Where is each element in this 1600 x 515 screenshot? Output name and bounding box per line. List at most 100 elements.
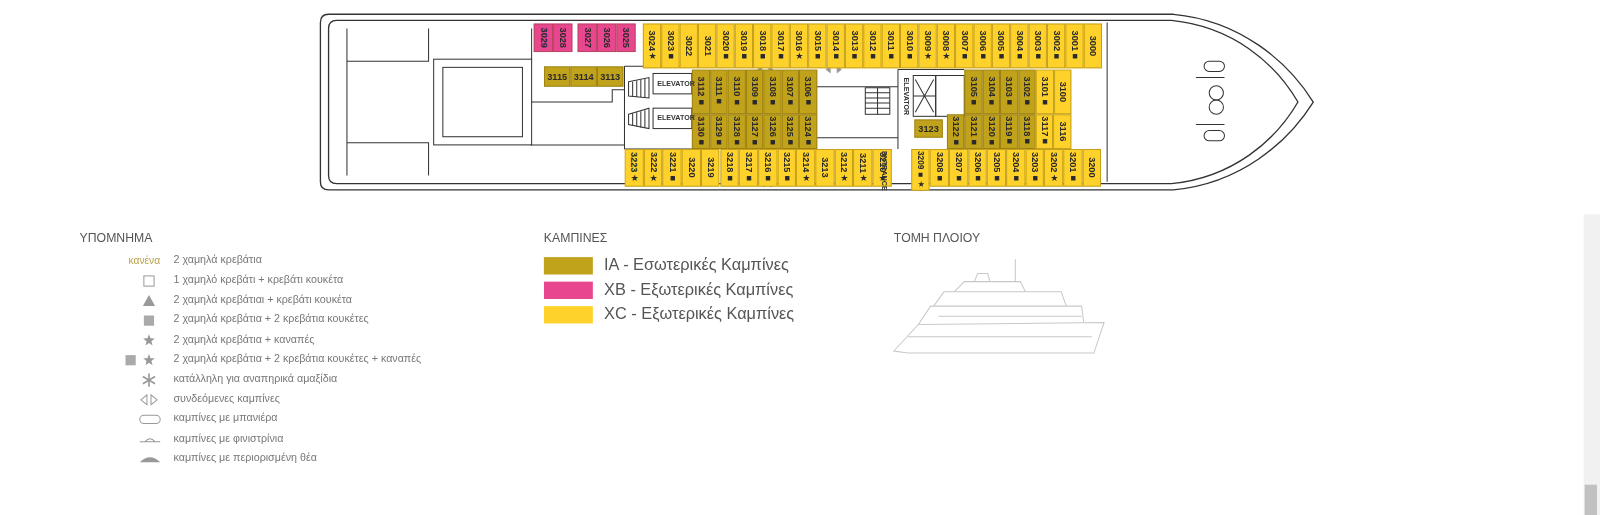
cabin-number: 3014■ <box>831 31 840 62</box>
legend-text: καμπίνες με περιορισμένη θέα <box>173 452 316 464</box>
legend-text: 2 χαμηλά κρεβάτια + 2 κρεβάτια κουκέτες … <box>173 353 421 365</box>
cabin: 3113 <box>597 66 624 86</box>
legend-swatch <box>544 257 593 274</box>
cabin: 3201■ <box>1063 149 1082 187</box>
cabin-number: 3205■ <box>992 153 1001 184</box>
cabin: 3012■ <box>863 23 881 68</box>
legend-text: 2 χαμηλά κρεβάτιαι + κρεβάτι κουκέτα <box>173 294 352 306</box>
cabin: 3013■ <box>845 23 863 68</box>
cabin: 3211★ <box>853 149 872 187</box>
cabin-number: 3216■ <box>763 153 772 184</box>
legend-text: συνδεόμενες καμπίνες <box>173 393 279 405</box>
legend-text: 2 χαμηλά κρεβάτια + 2 κρεβάτια κουκέτες <box>173 313 368 325</box>
legend-heading: ΥΠΟΜΝΗΜΑ <box>80 232 153 245</box>
cabin-number: 3106■ <box>803 77 812 108</box>
cabin-number: 3218■ <box>725 153 734 184</box>
cabin: 3120■ <box>982 114 1000 149</box>
legend-text: XB - Εξωτερικές Καμπίνες <box>604 281 793 299</box>
cabin: 3214★ <box>796 149 815 187</box>
cabin-number: 3016★ <box>794 31 803 62</box>
entrance-label: ENTRANCE <box>881 151 889 191</box>
cabin: 3126■ <box>763 114 781 149</box>
cabin-number: 3126■ <box>768 116 777 147</box>
cabin: 3104■ <box>982 69 1000 114</box>
cabin-number: 3115 <box>547 72 567 81</box>
cabin-number: 3213 <box>820 158 829 178</box>
cabin-number: 3028 <box>558 28 567 48</box>
legend-heading: ΚΑΜΠΙΝΕΣ <box>544 232 607 245</box>
cabin-number: 3110■ <box>732 77 741 107</box>
cabin-number: 3211★ <box>858 153 867 183</box>
cabin: 3002■ <box>1047 23 1065 68</box>
cabin-number: 3013■ <box>849 31 858 62</box>
cabin: 3116 <box>1053 114 1071 149</box>
cabin: 3022 <box>680 23 698 68</box>
cabin-number: 3220 <box>687 158 696 178</box>
cabin: 3020■ <box>716 23 734 68</box>
cabin-number: 3124■ <box>803 116 812 147</box>
cabin: 3200 <box>1082 149 1101 187</box>
cabin: 3209■★ <box>911 149 930 191</box>
cabin-number: 3201■ <box>1068 153 1077 184</box>
legend-swatch <box>544 282 593 299</box>
cabin: 3000 <box>1084 23 1102 68</box>
cabin-number: 3117■ <box>1040 117 1049 147</box>
cabin: 3208■ <box>930 149 949 187</box>
cabin-number: 3221■ <box>668 153 677 184</box>
cabin: 3222★ <box>644 149 663 187</box>
cabin-number: 3223★ <box>629 153 638 184</box>
cabin: 3018■ <box>753 23 771 68</box>
cabin: 3102■ <box>1018 69 1036 114</box>
cabin-number: 3019■ <box>739 31 748 62</box>
cabin-number: 3120■ <box>987 116 996 147</box>
cabin-number: 3026 <box>602 28 611 48</box>
cabin: 3123 <box>914 119 943 137</box>
cabin: 3008★ <box>937 23 955 68</box>
cabin-number: 3119■ <box>1004 117 1013 147</box>
cabin-number: 3104■ <box>986 77 995 108</box>
legend-text: 2 χαμηλά κρεβάτια + καναπές <box>173 333 314 345</box>
cabin: 3205■ <box>987 149 1006 187</box>
cabin-number: 3130■ <box>696 116 705 147</box>
cabin-number: 3109■ <box>750 77 759 108</box>
cabin-number: 3219 <box>706 158 715 178</box>
cabin-number: 3027 <box>583 28 592 48</box>
cabin: 3204■ <box>1006 149 1025 187</box>
cabin: 3213 <box>815 149 834 187</box>
cabin: 3215■ <box>777 149 796 187</box>
cabin: 3108■ <box>763 69 781 114</box>
cabin: 3129■ <box>710 114 728 149</box>
elevator-label: ELEVATOR <box>657 80 695 88</box>
cabin: 3117■ <box>1036 114 1054 149</box>
cabin: 3025 <box>616 23 635 52</box>
cabin: 3202★ <box>1044 149 1063 187</box>
cabin-number: 3023■ <box>666 31 675 62</box>
cabin-number: 3008★ <box>941 31 950 62</box>
cabin: 3127■ <box>745 114 763 149</box>
legend-text: κατάλληλη για αναπηρικά αμαξίδια <box>173 373 337 385</box>
cabin-number: 3116 <box>1058 122 1067 142</box>
cabin-number: 3121■ <box>969 116 978 147</box>
cabin: 3119■ <box>1000 114 1018 149</box>
cabin: 3007■ <box>955 23 973 68</box>
cabin: 3028 <box>553 23 572 52</box>
cabin-number: 3114 <box>574 72 594 81</box>
cabin-number: 3208■ <box>935 153 944 184</box>
cabin-number: 3108■ <box>768 77 777 108</box>
cabin: 3207■ <box>949 149 968 187</box>
cabin-number: 3002■ <box>1052 31 1061 62</box>
cabin-number: 3011■ <box>886 31 895 61</box>
cabin: 3016★ <box>790 23 808 68</box>
cabin: 3026 <box>597 23 616 52</box>
cabin: 3219 <box>701 149 720 187</box>
legend-text: XC - Εξωτερικές Καμπίνες <box>604 305 794 323</box>
cabin-number: 3018■ <box>758 31 767 62</box>
cabin: 3003■ <box>1029 23 1047 68</box>
cabin-number: 3107■ <box>785 77 794 108</box>
cabin: 3024★ <box>643 23 661 68</box>
cabin-number: 3207■ <box>954 153 963 184</box>
cabin-number: 3017■ <box>776 31 785 62</box>
elevator-label: ELEVATOR <box>657 114 695 122</box>
cabin: 3029 <box>534 23 553 52</box>
cabin-number: 3122■ <box>951 116 960 147</box>
